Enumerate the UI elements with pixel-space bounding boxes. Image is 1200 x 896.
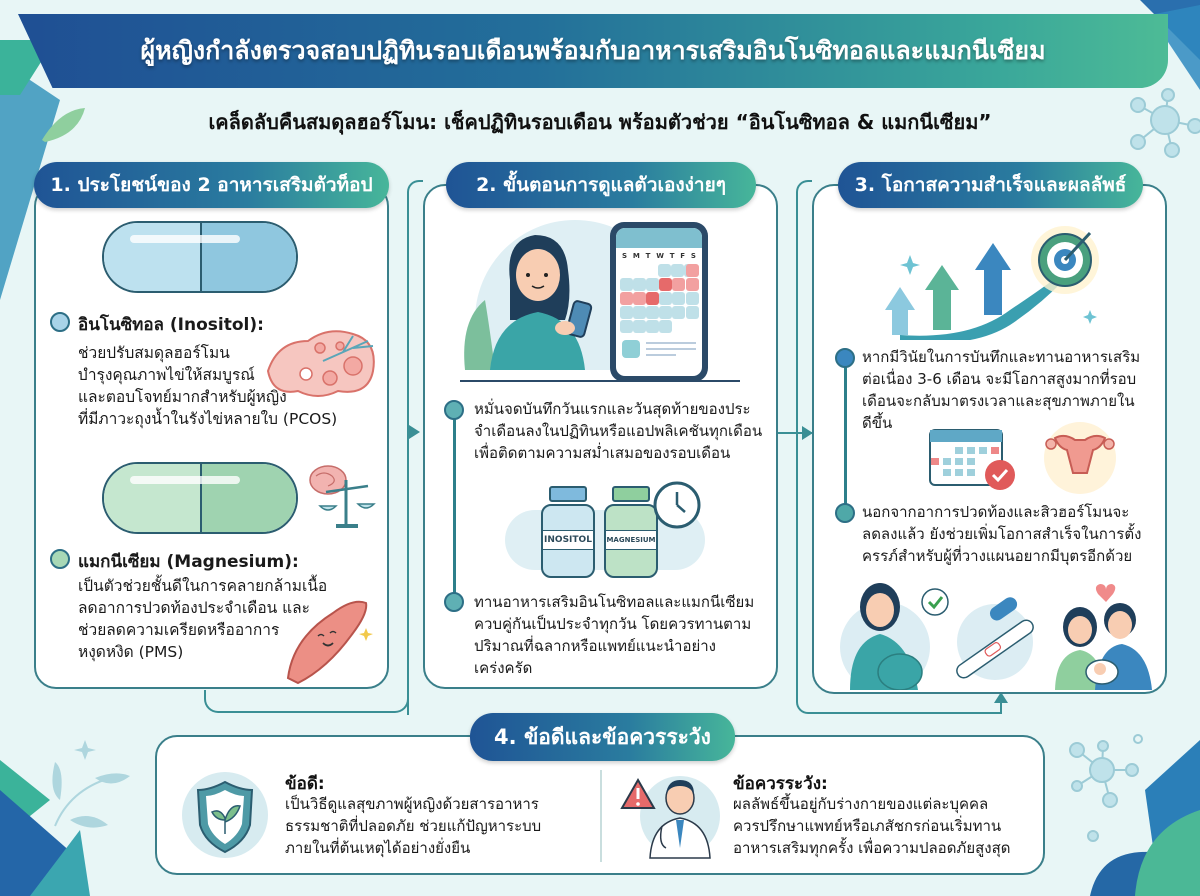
uterus-icon — [1044, 422, 1116, 494]
doctor-warning-icon — [620, 776, 720, 859]
section-tab-results: 3. โอกาสความสำเร็จและผลลัพธ์ — [838, 162, 1143, 208]
title-banner: ผู้หญิงกำลังตรวจสอบปฏิทินรอบเดือนพร้อมกั… — [18, 14, 1168, 88]
arrow-right-icon — [802, 426, 813, 440]
page-title: ผู้หญิงกำลังตรวจสอบปฏิทินรอบเดือนพร้อมกั… — [140, 36, 1046, 65]
calendar-day-headers: S M T W T F S — [622, 252, 696, 260]
illustration-baseline — [460, 380, 740, 382]
pros-title: ข้อดี: — [285, 774, 325, 794]
magnesium-description: เป็นตัวช่วยชั้นดีในการคลายกล้ามเนื้อ ลดอ… — [78, 577, 328, 661]
steps-timeline — [453, 410, 456, 600]
inositol-bullet-icon — [50, 312, 70, 332]
magnesium-title: แมกนีเซียม (Magnesium): — [78, 552, 299, 572]
phone-calendar-mockup: S M T W T F S — [610, 222, 708, 382]
magnesium-bullet-icon — [50, 549, 70, 569]
inositol-bottle-icon: INOSITOL — [541, 486, 595, 578]
inositol-title: อินโนซิทอล (Inositol): — [78, 315, 264, 335]
woman-with-phone-illustration — [464, 235, 593, 370]
section-tab-self-care: 2. ขั้นตอนการดูแลตัวเองง่ายๆ — [446, 162, 756, 208]
cautions-text: ผลลัพธ์ขึ้นอยู่กับร่างกายของแต่ละบุคคล ค… — [733, 795, 1011, 857]
result1-bullet-icon — [835, 348, 855, 368]
shield-leaf-icon — [182, 772, 268, 858]
connector-2-3 — [776, 432, 812, 434]
connector-3-return — [810, 712, 1002, 714]
result2-text: นอกจากอาการปวดท้องและสิวฮอร์โมนจะ ลดลงแล… — [862, 503, 1142, 565]
calendar-check-icon — [929, 429, 1015, 490]
section4-divider — [600, 770, 602, 862]
connector-1-2-vertical — [407, 180, 423, 715]
arrow-right-icon — [409, 425, 420, 439]
pros-text: เป็นวิธีดูแลสุขภาพผู้หญิงด้วยสารอาหาร ธร… — [285, 795, 542, 857]
page-subtitle: เคล็ดลับคืนสมดุลฮอร์โมน: เช็คปฏิทินรอบเด… — [208, 110, 992, 134]
results-timeline — [844, 358, 847, 513]
ovary-illustration-icon — [266, 330, 375, 397]
growth-arrows-target-illustration — [885, 226, 1099, 340]
arrow-up-icon — [994, 692, 1008, 703]
pregnancy-family-illustration — [840, 583, 1152, 690]
result1-text: หากมีวินัยในการบันทึกและทานอาหารเสริม ต่… — [862, 348, 1141, 432]
section-tab-pros-cautions: 4. ข้อดีและข้อควรระวัง — [470, 713, 735, 761]
step2-bullet-icon — [444, 592, 464, 612]
inositol-description: ช่วยปรับสมดุลฮอร์โมน บำรุงคุณภาพไข่ให้สม… — [78, 344, 338, 428]
connector-1-2 — [204, 690, 409, 713]
connector-3-return-up — [1000, 700, 1002, 714]
step1-text: หมั่นจดบันทึกวันแรกและวันสุดท้ายของประ จ… — [474, 400, 763, 462]
result2-bullet-icon — [835, 503, 855, 523]
magnesium-bottle-icon: MAGNESIUM — [604, 486, 658, 578]
brain-balance-icon — [309, 465, 376, 528]
step1-bullet-icon — [444, 400, 464, 420]
clock-icon — [653, 481, 701, 529]
muscle-illustration-icon — [286, 600, 373, 685]
section-tab-benefits: 1. ประโยชน์ของ 2 อาหารเสริมตัวท็อป — [34, 162, 389, 208]
inositol-capsule-icon — [102, 221, 298, 293]
step2-text: ทานอาหารเสริมอินโนซิทอลและแมกนีเซียม ควบ… — [474, 593, 755, 677]
connector-3-bottom — [796, 180, 812, 714]
magnesium-capsule-icon — [102, 462, 298, 534]
cautions-title: ข้อควรระวัง: — [733, 774, 828, 794]
